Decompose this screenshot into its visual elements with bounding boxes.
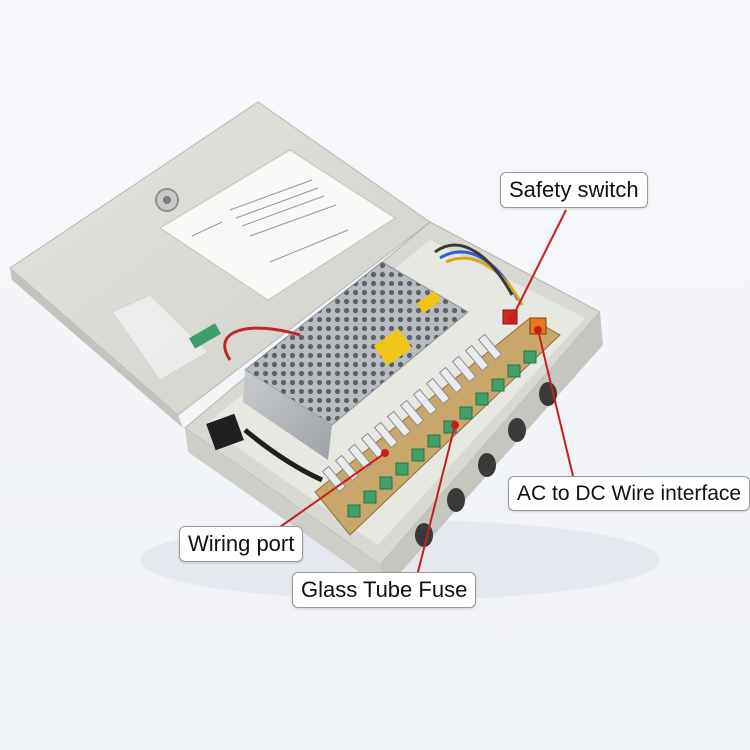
wires <box>223 243 524 483</box>
lid-edge <box>10 268 183 428</box>
box-side-wall <box>185 428 385 590</box>
diagram-lines <box>191 179 349 263</box>
callout-glass-tube-fuse: Glass Tube Fuse <box>292 572 477 608</box>
leader-lines <box>279 209 574 573</box>
callout-wiring-port: Wiring port <box>179 526 304 562</box>
callout-safety-switch: Safety switch <box>500 172 648 208</box>
callout-ac-to-dc-wire-interface: AC to DC Wire interface <box>508 476 750 511</box>
psu-label <box>373 328 413 366</box>
wiring-port <box>206 413 244 451</box>
box-front-wall <box>380 312 603 590</box>
spare-terminal <box>189 323 221 349</box>
accessory-bag <box>111 294 209 381</box>
switching-power-supply <box>244 261 469 426</box>
lock-keyhole-icon <box>163 196 171 204</box>
psu-side <box>243 370 332 460</box>
psu-label-2 <box>416 290 442 314</box>
knockout-holes <box>415 382 557 547</box>
distribution-pcb <box>314 317 561 536</box>
wiring-diagram-sheet <box>159 149 396 301</box>
leader-dots <box>381 314 542 457</box>
screw-terminals <box>347 350 537 518</box>
